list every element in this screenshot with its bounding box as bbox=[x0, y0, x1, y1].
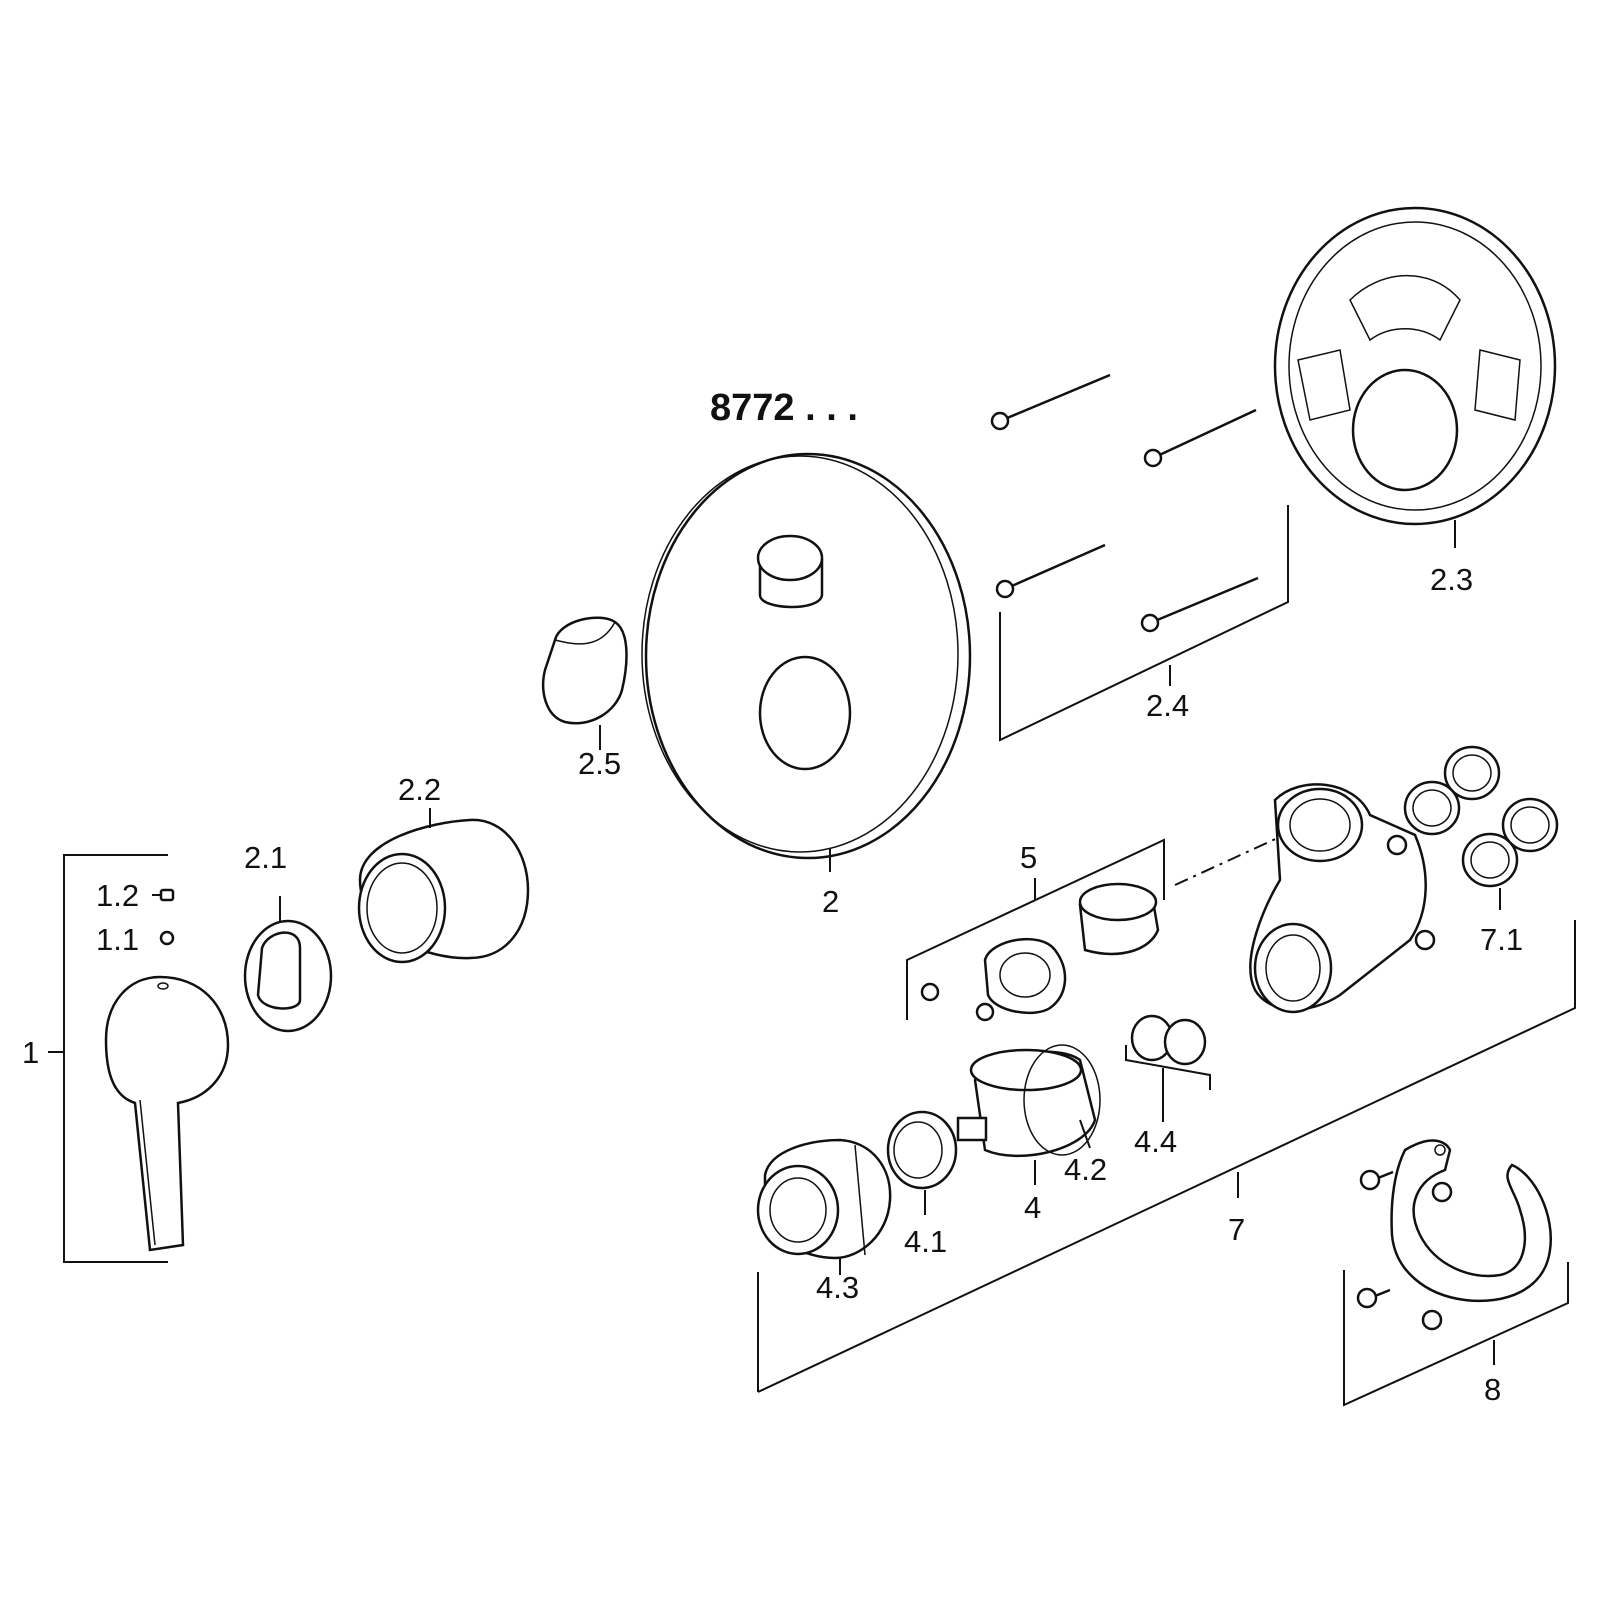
label-2-5: 2.5 bbox=[578, 746, 621, 781]
part-2-3-mounting-frame bbox=[1273, 206, 1557, 548]
label-4-3: 4.3 bbox=[816, 1270, 859, 1305]
label-2: 2 bbox=[822, 884, 839, 919]
part-2-4-screws bbox=[990, 373, 1289, 742]
label-2-2: 2.2 bbox=[398, 772, 441, 807]
label-1-2: 1.2 bbox=[96, 878, 139, 913]
label-4: 4 bbox=[1024, 1190, 1041, 1225]
part-2-1-ring bbox=[243, 896, 333, 1033]
label-7: 7 bbox=[1228, 1212, 1245, 1247]
part-4-cartridge bbox=[956, 1044, 1101, 1185]
part-4-1-ring bbox=[886, 1110, 958, 1215]
label-5: 5 bbox=[1020, 840, 1037, 875]
part-2-cover-plate bbox=[641, 452, 972, 872]
plug-1-1-icon bbox=[159, 930, 175, 946]
label-8: 8 bbox=[1484, 1372, 1501, 1407]
part-4-3-sleeve bbox=[756, 1138, 892, 1275]
part-8-bracket bbox=[1343, 1139, 1569, 1407]
part-5-diverter-group bbox=[906, 838, 1165, 1022]
label-1-1: 1.1 bbox=[96, 922, 139, 957]
part-7-valve-body bbox=[757, 783, 1576, 1393]
part-4-4-seals bbox=[1125, 1014, 1211, 1122]
label-4-2: 4.2 bbox=[1064, 1152, 1107, 1187]
label-2-4: 2.4 bbox=[1146, 688, 1189, 723]
part-2-5-cap bbox=[541, 616, 628, 750]
label-4-4: 4.4 bbox=[1134, 1124, 1177, 1159]
label-4-1: 4.1 bbox=[904, 1224, 947, 1259]
label-1: 1 bbox=[22, 1035, 39, 1070]
label-7-1: 7.1 bbox=[1480, 922, 1523, 957]
part-2-2-sleeve bbox=[357, 808, 530, 964]
part-1-lever-handle bbox=[48, 854, 230, 1263]
assembly-axis-line bbox=[1174, 835, 1283, 886]
label-2-3: 2.3 bbox=[1430, 562, 1473, 597]
part-7-1-o-rings bbox=[1403, 745, 1559, 910]
screw-1-2-icon bbox=[159, 888, 175, 902]
model-number: 8772 . . . bbox=[710, 387, 858, 429]
label-2-1: 2.1 bbox=[244, 840, 287, 875]
